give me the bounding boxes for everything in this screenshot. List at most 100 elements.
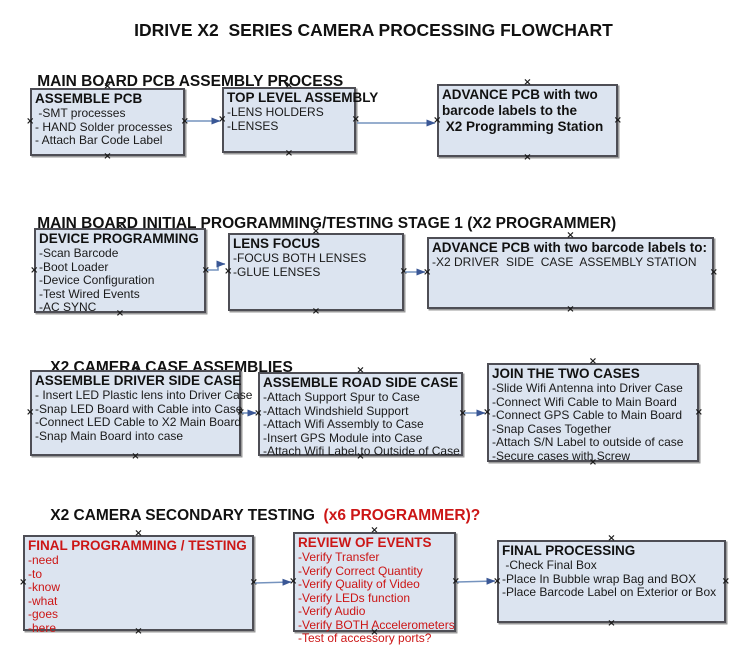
connection-handle-icon: × — [433, 114, 442, 126]
box-line: -here — [28, 620, 57, 635]
box-line: -Secure cases with Screw — [492, 448, 631, 463]
box-line: -Attach S/N Label to outside of case — [492, 435, 684, 449]
connection-handle-icon: × — [356, 365, 365, 376]
arrow-review-to-final-processing — [456, 577, 496, 585]
box-line: barcode labels to the — [442, 103, 578, 118]
connection-handle-icon: × — [26, 407, 35, 418]
box-review-of-events: REVIEW OF EVENTS -Verify Transfer-Verify… — [289, 526, 460, 645]
box-line: -X2 DRIVER SIDE CASE ASSEMBLY STATION — [432, 255, 697, 269]
box-title: FINAL PROGRAMMING / TESTING — [28, 538, 247, 553]
connection-handle-icon: × — [311, 226, 321, 237]
box-lines: -Slide Wifi Antenna into Driver Case-Con… — [492, 381, 697, 463]
box-lens-focus: LENS FOCUS -FOCUS BOTH LENSES-GLUE LENSE… — [224, 227, 408, 317]
box-line: -Verify LEDs function — [298, 590, 411, 605]
connection-handle-icon: × — [26, 116, 35, 127]
box-advance-pcb-driver-side: ADVANCE PCB with two barcode labels to: … — [423, 231, 718, 315]
connection-handle-icon: × — [588, 457, 598, 468]
connection-handle-icon: × — [607, 533, 616, 544]
connection-handle-icon: × — [351, 114, 360, 125]
connection-handle-icon: × — [523, 152, 532, 163]
connection-handle-icon: × — [709, 267, 718, 278]
connection-handle-icon: × — [134, 528, 143, 539]
box-title: LENS FOCUS — [233, 236, 321, 251]
box-line: -Verify Quality of Video — [298, 577, 420, 591]
box-final-programming-testing: FINAL PROGRAMMING / TESTING -need-to-kno… — [19, 529, 258, 637]
connection-handle-icon: × — [103, 81, 112, 92]
connection-handle-icon: × — [115, 308, 125, 319]
box-line: -to — [28, 566, 43, 581]
box-line: -Attach Wifi Assembly to Case — [263, 417, 424, 431]
box-line: -GLUE LENSES — [233, 264, 321, 279]
box-line: -Attach Support Spur to Case — [263, 390, 420, 404]
box-line: -Connect LED Cable to X2 Main Board — [35, 415, 242, 429]
box-lines: -Attach Support Spur to Case-Attach Wind… — [263, 390, 461, 459]
box-lines: - Insert LED Plastic lens into Driver Ca… — [35, 388, 252, 443]
connection-handle-icon: × — [588, 356, 598, 367]
connection-handle-icon: × — [423, 267, 432, 278]
box-assemble-driver-side-case: ASSEMBLE DRIVER SIDE CASE - Insert LED P… — [26, 364, 252, 462]
connection-handle-icon: × — [19, 577, 28, 588]
box-line: -Verify Audio — [298, 604, 366, 618]
box-lines: -Check Final Box-Place In Bubble wrap Ba… — [502, 558, 724, 600]
box-lines: -Scan Barcode-Boot Loader-Device Configu… — [39, 246, 204, 315]
connection-handle-icon: × — [284, 148, 294, 159]
section-heading-secondary-testing: X2 CAMERA SECONDARY TESTING (x6 PROGRAMM… — [33, 489, 480, 543]
box-title: TOP LEVEL ASSEMBLY — [227, 90, 379, 105]
box-line: -AC SYNC — [39, 300, 97, 314]
connection-handle-icon: × — [224, 266, 233, 277]
connection-handle-icon: × — [399, 266, 408, 277]
box-line: -Scan Barcode — [39, 246, 119, 260]
box-line: -Check Final Box — [502, 558, 597, 572]
connection-handle-icon: × — [249, 577, 258, 588]
box-line: -Attach Windshield Support — [263, 403, 409, 418]
connection-handle-icon: × — [613, 114, 622, 126]
box-line: X2 Programming Station — [442, 119, 604, 134]
box-title: ASSEMBLE PCB — [35, 91, 143, 106]
box-line: -Snap LED Board with Cable into Case — [35, 401, 243, 416]
connection-handle-icon: × — [254, 408, 263, 419]
box-line: -Test of accessory ports? — [298, 631, 432, 645]
box-final-processing: FINAL PROCESSING -Check Final Box-Place … — [493, 534, 730, 629]
box-line: -Snap Main Board into case — [35, 428, 184, 443]
connection-handle-icon: × — [370, 627, 379, 638]
connection-handle-icon: × — [458, 408, 467, 419]
box-join-the-two-cases: JOIN THE TWO CASES -Slide Wifi Antenna i… — [483, 357, 703, 468]
connection-handle-icon: × — [370, 525, 379, 536]
connection-handle-icon: × — [356, 451, 365, 462]
box-line: -Slide Wifi Antenna into Driver Case — [492, 381, 683, 395]
box-line: -Connect Wifi Cable to Main Board — [492, 394, 677, 409]
box-line: -Insert GPS Module into Case — [263, 430, 423, 445]
box-lines: barcode labels to the X2 Programming Sta… — [442, 103, 616, 135]
box-line: -need — [28, 553, 59, 567]
box-line: -Attach Wifi Label to Outside of Case — [263, 444, 460, 458]
box-assemble-pcb: ASSEMBLE PCB -SMT processes- HAND Solder… — [26, 82, 189, 162]
section-heading-text: MAIN BOARD INITIAL PROGRAMMING/TESTING S… — [37, 215, 617, 232]
box-title: REVIEW OF EVENTS — [298, 535, 432, 550]
box-line: -LENS HOLDERS — [227, 105, 324, 119]
connection-handle-icon: × — [721, 575, 730, 587]
connection-handle-icon: × — [134, 626, 143, 637]
box-title: ADVANCE PCB with two — [442, 87, 598, 102]
connection-handle-icon: × — [566, 304, 575, 315]
box-line: -Verify Correct Quantity — [298, 563, 423, 578]
box-title: ADVANCE PCB with two barcode labels to: — [432, 240, 708, 255]
connection-handle-icon: × — [493, 575, 502, 587]
connection-handle-icon: × — [131, 451, 140, 462]
connection-handle-icon: × — [694, 406, 703, 418]
box-lines: -SMT processes- HAND Solder processes- A… — [35, 106, 183, 148]
section-heading-initial-programming: MAIN BOARD INITIAL PROGRAMMING/TESTING S… — [20, 197, 616, 251]
flowchart-title: IDRIVE X2 SERIES CAMERA PROCESSING FLOWC… — [134, 20, 613, 40]
connection-handle-icon: × — [236, 407, 245, 418]
box-line: -SMT processes — [35, 106, 126, 120]
box-line: -Place In Bubble wrap Bag and BOX — [502, 571, 697, 586]
box-title: JOIN THE TWO CASES — [492, 366, 640, 381]
box-line: -Device Configuration — [39, 273, 155, 287]
box-line: -Boot Loader — [39, 259, 109, 274]
section-heading-text: X2 CAMERA SECONDARY TESTING — [50, 507, 315, 524]
connection-handle-icon: × — [566, 230, 575, 241]
box-assemble-road-side-case: ASSEMBLE ROAD SIDE CASE -Attach Support … — [254, 366, 467, 462]
connection-handle-icon: × — [131, 363, 140, 374]
connection-handle-icon: × — [451, 576, 460, 587]
box-line: -Place Barcode Label on Exterior or Box — [502, 585, 717, 599]
